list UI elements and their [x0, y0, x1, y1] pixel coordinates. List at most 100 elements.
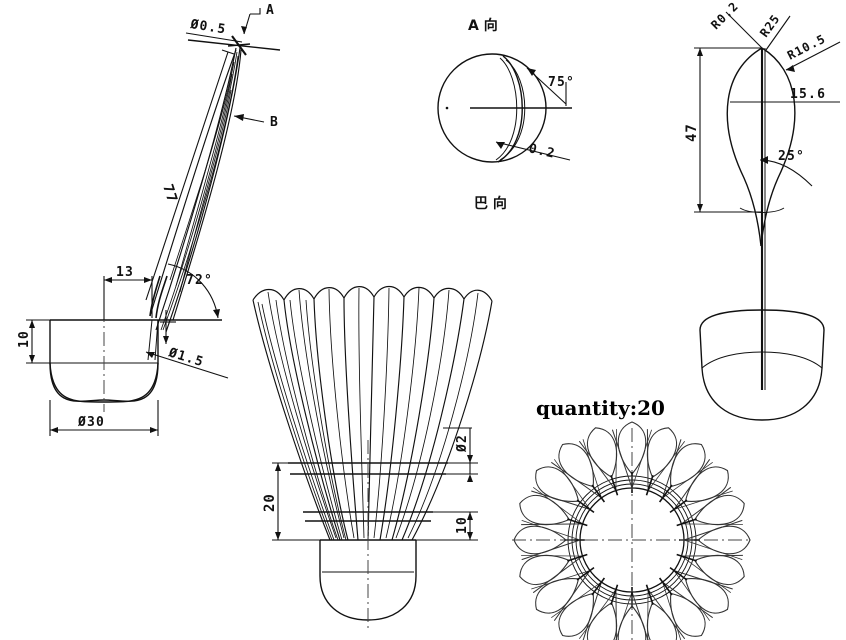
radial-feather-blade [646, 427, 678, 479]
radial-quill-stub [576, 566, 595, 581]
radial-quill-stub [645, 475, 654, 496]
dim-height-10-label: 10 [17, 330, 32, 348]
dim-base-diameter: Ø30 [49, 400, 159, 436]
dim-radius-outer: R25 [757, 12, 791, 51]
radial-feather-rib [553, 459, 591, 510]
dim-width-156-label: 15.6 [790, 87, 826, 102]
radial-feather-rib [521, 523, 583, 526]
dim-quill-diameter-label: Ø0.5 [188, 17, 227, 38]
radial-quill-stub [591, 484, 606, 503]
quill-tip-plate [187, 35, 281, 56]
dim-length-47: 47 [684, 47, 762, 213]
direction-a-circle-view: A 向 75° 0.2 巴 向 [437, 17, 575, 212]
radial-feather-rib [647, 440, 686, 491]
radial-quill-stub [658, 484, 673, 503]
dim-angle-25-label: 25° [778, 149, 805, 164]
radial-feather-rib [662, 439, 682, 499]
radial-feather-rib [531, 490, 591, 510]
radial-feather-rib [611, 429, 633, 489]
quantity-note: quantity:20 [536, 396, 665, 420]
dim-quill-diameter: Ø0.5 [185, 17, 243, 43]
direction-b-title: 巴 向 [474, 195, 507, 212]
dim-hole-diameter-label: Ø1.5 [166, 345, 206, 370]
radial-feather-rib [521, 555, 583, 557]
dim-thread-diameter-label: Ø2 [455, 434, 470, 453]
dim-thickness-02: 0.2 [495, 141, 571, 162]
view-arrow-a: A [241, 3, 275, 35]
shuttlecock-skirt [252, 285, 493, 541]
cork-base-section-view: 13 72° 10 Ø1.5 [17, 263, 229, 436]
radial-feather-rib [615, 589, 617, 640]
radial-feather-rib [673, 490, 733, 510]
radial-feather-blade [519, 494, 571, 526]
view-arrow-a-label: A [266, 3, 275, 18]
radial-feather-rib [646, 429, 649, 491]
radial-quill-stub [676, 518, 697, 527]
radial-feather-rib [578, 589, 617, 640]
dim-radius-tip: R0.2 [708, 0, 763, 49]
radial-feather-rib [582, 581, 602, 640]
radial-feather-rib [681, 555, 732, 594]
radial-feather-blade [693, 494, 745, 526]
radial-quill-stub [591, 577, 606, 596]
dim-thickness-02-label: 0.2 [527, 141, 557, 162]
radial-feather-rib [647, 589, 686, 640]
radial-feather-rib [631, 591, 649, 640]
radial-feather-rib [615, 591, 633, 640]
view-arrow-b-label: B [270, 115, 279, 130]
radial-feather-rib [578, 440, 617, 491]
radial-feather-rib [683, 539, 743, 560]
radial-feather-blade [586, 427, 618, 479]
dim-angle-75-label: 75° [548, 75, 575, 90]
radial-feather-rib [673, 570, 711, 621]
dim-base-diameter-label: Ø30 [77, 415, 105, 430]
radial-feather-rib [615, 429, 617, 491]
radial-quill-stub [610, 475, 619, 496]
shuttlecock-front-assembly-view: 20 Ø2 10 [252, 285, 493, 632]
direction-a-center-dot [445, 106, 449, 110]
radial-feather-rib [673, 459, 711, 510]
dim-band-gap-10-label: 10 [455, 516, 470, 534]
radial-feather-rib [532, 555, 583, 594]
radial-quill-stub [658, 577, 673, 596]
feather-shaft [149, 47, 242, 333]
radial-feather-rib [551, 461, 602, 499]
dim-skirt-height-20-label: 20 [262, 493, 278, 512]
radial-feather-rib [582, 439, 602, 499]
dim-length-47-label: 47 [684, 123, 700, 142]
radial-feather-rib [681, 554, 743, 557]
feather-profile-right-edge [760, 47, 796, 247]
feather-profile-view: R0.2 R25 R10.5 15.6 47 [684, 0, 841, 421]
dim-width-156: 15.6 [730, 87, 840, 103]
radial-feather-rib [521, 539, 581, 561]
radial-feather-rib [631, 429, 652, 489]
radial-feather-rib [553, 570, 591, 621]
dim-band-gap-10: 10 [416, 511, 478, 541]
feather-quill-detail-view: Ø0.5 A B 77 [145, 3, 281, 333]
radial-top-view [512, 421, 752, 640]
dim-feather-length-label: 77 [159, 182, 180, 205]
dim-skirt-height-20: 20 [262, 462, 322, 541]
dim-radius-tip-label: R0.2 [708, 0, 741, 32]
radial-feather-rib [662, 461, 713, 499]
radial-feather-rib [673, 570, 733, 590]
radial-quill-stub [676, 553, 697, 562]
dim-offset-13-label: 13 [116, 265, 134, 280]
radial-feather-rib [521, 520, 581, 541]
radial-quill-stub [610, 584, 619, 605]
radial-feather-rib [662, 581, 682, 640]
view-arrow-b: B [233, 114, 279, 130]
radial-quill-stub [669, 499, 688, 514]
radial-quill-stub [669, 566, 688, 581]
radial-quill-stub [576, 499, 595, 514]
dim-angle-75: 75° [526, 67, 575, 106]
radial-feather-rib [551, 581, 602, 619]
radial-feather-rib [681, 523, 743, 525]
radial-quill-stub [645, 584, 654, 605]
radial-quill-stub [567, 518, 588, 527]
dim-radius-inner-label: R10.5 [785, 32, 828, 63]
direction-a-lens-edge [499, 59, 526, 161]
dim-feather-length: 77 [145, 49, 235, 301]
quill-insert [147, 275, 168, 361]
